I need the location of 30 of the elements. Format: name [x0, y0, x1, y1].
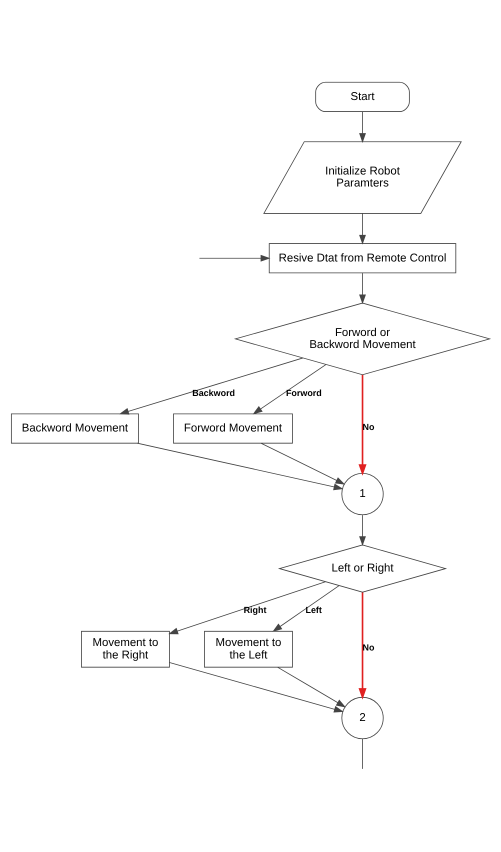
- edge-label: Left: [305, 605, 322, 616]
- node-box: Start: [315, 82, 410, 112]
- node-box: Forword Movement: [173, 413, 293, 444]
- edge-label: Backword: [192, 388, 236, 398]
- node-box: Movement to the Right: [81, 630, 170, 668]
- edge-label: Forword: [286, 388, 322, 398]
- arrow: [119, 358, 304, 415]
- arrow: [359, 111, 366, 143]
- node-box: Resive Dtat from Remote Control: [268, 243, 456, 274]
- arrow: [359, 272, 366, 304]
- edge-label: Right: [244, 605, 266, 616]
- node-box: Movement to the Left: [204, 630, 293, 668]
- arrow: [358, 592, 367, 700]
- node-diamond: Forword or Backword Movement: [234, 302, 492, 376]
- node-circle: 1: [341, 472, 384, 516]
- arrow: [260, 442, 346, 485]
- arrow: [272, 585, 340, 632]
- arrow: [277, 666, 346, 708]
- arrow: [358, 374, 367, 476]
- arrow: [359, 213, 366, 245]
- node-circle: 2: [341, 696, 384, 740]
- arrow: [168, 581, 326, 634]
- arrow: [199, 254, 270, 262]
- arrow: [136, 442, 344, 490]
- node-box: Backword Movement: [10, 413, 139, 444]
- node-diamond: Left or Right: [278, 544, 448, 593]
- connector: [362, 738, 363, 770]
- arrow: [252, 364, 326, 414]
- arrow: [359, 514, 366, 546]
- arrow: [169, 662, 344, 713]
